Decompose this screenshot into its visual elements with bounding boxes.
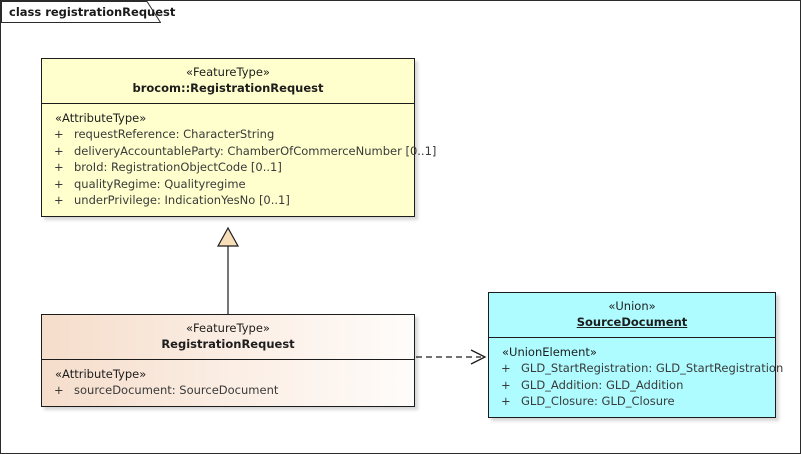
class-attributes-source-document: «UnionElement» + GLD_StartRegistration: …	[489, 337, 783, 417]
class-stereotype: «FeatureType»	[186, 321, 270, 335]
attribute-row[interactable]: + GLD_StartRegistration: GLD_StartRegist…	[493, 360, 783, 377]
dependency-connector[interactable]	[416, 349, 487, 365]
frame-tab-shape	[1, 1, 161, 23]
class-stereotype: «FeatureType»	[186, 65, 270, 79]
attribute-label: sourceDocument: SourceDocument	[74, 383, 279, 397]
attribute-row[interactable]: + broId: RegistrationObjectCode [0..1]	[46, 159, 410, 176]
visibility-marker: +	[54, 127, 64, 141]
class-box-registration-request[interactable]: «FeatureType» RegistrationRequest «Attri…	[41, 314, 415, 407]
class-attributes-registration-request: «AttributeType» + sourceDocument: Source…	[42, 359, 414, 406]
class-box-brocom-registration-request[interactable]: «FeatureType» brocom::RegistrationReques…	[41, 58, 436, 217]
class-stereotype: «Union»	[608, 299, 656, 313]
generalization-connector[interactable]	[216, 226, 240, 314]
attribute-label: qualityRegime: Qualityregime	[74, 176, 246, 191]
class-attributes-brocom-registration-request: «AttributeType» + requestReference: Char…	[42, 103, 436, 216]
attribute-row[interactable]: + sourceDocument: SourceDocument	[46, 382, 410, 399]
attribute-label: broId: RegistrationObjectCode [0..1]	[74, 160, 282, 174]
open-arrowhead	[470, 349, 487, 365]
attribute-label: deliveryAccountableParty: ChamberOfComme…	[74, 143, 437, 158]
attribute-label: underPrivilege: IndicationYesNo [0..1]	[74, 193, 290, 207]
visibility-marker: +	[54, 383, 64, 397]
visibility-marker: +	[501, 377, 511, 392]
class-header-source-document: «Union» SourceDocument	[489, 293, 775, 337]
attribute-row[interactable]: + deliveryAccountableParty: ChamberOfCom…	[46, 143, 436, 160]
attribute-group-stereotype: «AttributeType»	[55, 111, 147, 125]
attribute-row[interactable]: + requestReference: CharacterString	[46, 126, 410, 143]
attribute-label: GLD_Addition: GLD_Addition	[521, 377, 684, 392]
visibility-marker: +	[54, 193, 64, 207]
attribute-row[interactable]: + underPrivilege: IndicationYesNo [0..1]	[46, 192, 410, 209]
visibility-marker: +	[501, 361, 511, 375]
class-name: SourceDocument	[576, 315, 688, 329]
attribute-row[interactable]: + qualityRegime: Qualityregime	[46, 176, 410, 193]
class-name: brocom::RegistrationRequest	[132, 81, 324, 95]
attribute-label: GLD_StartRegistration: GLD_StartRegistra…	[521, 361, 784, 375]
attribute-label: GLD_Closure: GLD_Closure	[521, 394, 675, 408]
attribute-row[interactable]: + GLD_Addition: GLD_Addition	[493, 377, 771, 394]
hollow-triangle-arrowhead	[216, 226, 240, 247]
diagram-frame-tab: class registrationRequest	[1, 1, 175, 23]
class-header-registration-request: «FeatureType» RegistrationRequest	[42, 315, 414, 359]
attribute-group-stereotype: «AttributeType»	[55, 367, 147, 381]
class-box-source-document[interactable]: «Union» SourceDocument «UnionElement» + …	[488, 292, 783, 418]
attribute-label: requestReference: CharacterString	[74, 127, 275, 141]
visibility-marker: +	[54, 176, 64, 191]
visibility-marker: +	[54, 143, 64, 158]
attribute-row[interactable]: + GLD_Closure: GLD_Closure	[493, 393, 771, 410]
class-header-brocom-registration-request: «FeatureType» brocom::RegistrationReques…	[42, 59, 414, 103]
visibility-marker: +	[54, 160, 64, 174]
visibility-marker: +	[501, 394, 511, 408]
attribute-group-stereotype: «UnionElement»	[502, 345, 597, 359]
diagram-title: class registrationRequest	[9, 5, 176, 19]
class-name: RegistrationRequest	[161, 337, 295, 351]
